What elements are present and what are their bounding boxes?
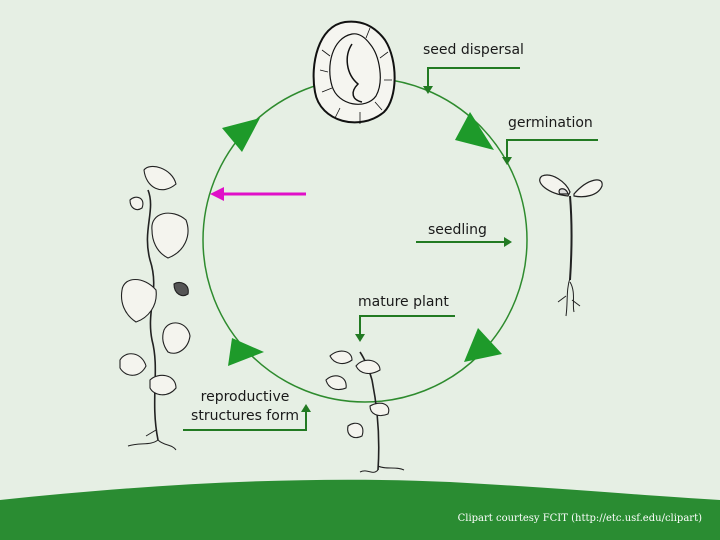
label-germination: germination: [508, 115, 593, 131]
cycle-arrowhead-top-left: [222, 118, 260, 152]
mature-plant-icon: [325, 350, 405, 473]
reproductive-connector: [183, 404, 311, 431]
label-reproductive-structures: reproductive structures form: [183, 388, 307, 426]
label-reproductive-line1: reproductive: [200, 389, 290, 405]
seed-dispersal-connector: [423, 67, 520, 94]
flowering-vine-icon: [119, 166, 191, 451]
cycle-arrowhead-bottom-right: [464, 328, 502, 362]
germination-connector: [502, 139, 598, 165]
label-seedling: seedling: [428, 222, 487, 238]
seedling-connector: [416, 237, 512, 247]
clipart-credit: Clipart courtesy FCIT (http://etc.usf.ed…: [457, 513, 702, 524]
mature-plant-connector: [355, 315, 455, 342]
cycle-arrowhead-bottom-left: [228, 338, 264, 366]
highlight-arrow: [210, 187, 306, 201]
footer-band: [0, 479, 720, 540]
label-seed-dispersal: seed dispersal: [423, 42, 524, 58]
label-mature-plant: mature plant: [358, 294, 449, 310]
seed-icon: [312, 20, 396, 124]
seedling-icon: [539, 174, 603, 317]
cycle-arrowhead-top-right: [455, 112, 494, 150]
label-reproductive-line2: structures form: [191, 408, 299, 424]
